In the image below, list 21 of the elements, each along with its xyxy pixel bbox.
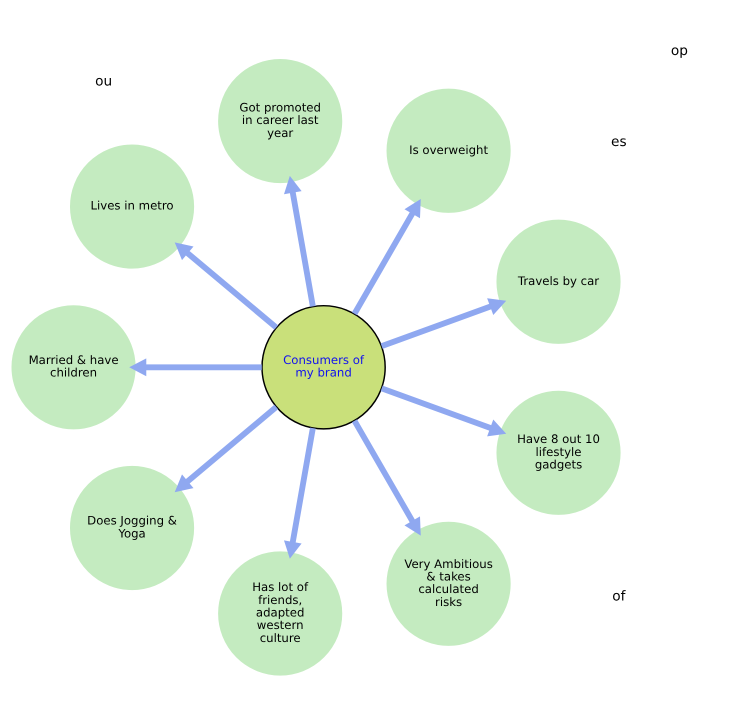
node-circle: Married & have children [11, 305, 136, 430]
arrow [129, 358, 262, 376]
node-circle: Consumers of my brand [261, 304, 386, 430]
node-circle: Got promoted in career last year [218, 58, 342, 184]
arrow [380, 386, 506, 436]
arrow [352, 198, 421, 316]
arrow [174, 404, 278, 492]
node-circle: Has lot of friends, adapted western culture [218, 551, 342, 676]
label: op [670, 43, 688, 60]
node-circle: Travels by car [496, 220, 621, 344]
label: ou [95, 73, 112, 90]
label: es [611, 134, 627, 150]
arrow [284, 428, 316, 559]
node-circle: Have 8 out 10 lifestyle gadgets [496, 390, 621, 515]
node-circle: Is overweight [386, 88, 511, 213]
label: of [612, 588, 626, 605]
arrow [380, 298, 506, 349]
arrow [284, 176, 316, 307]
node-circle: Very Ambitious & takes calculated risks [386, 522, 511, 646]
arrow [174, 242, 278, 330]
arrow [352, 419, 421, 536]
